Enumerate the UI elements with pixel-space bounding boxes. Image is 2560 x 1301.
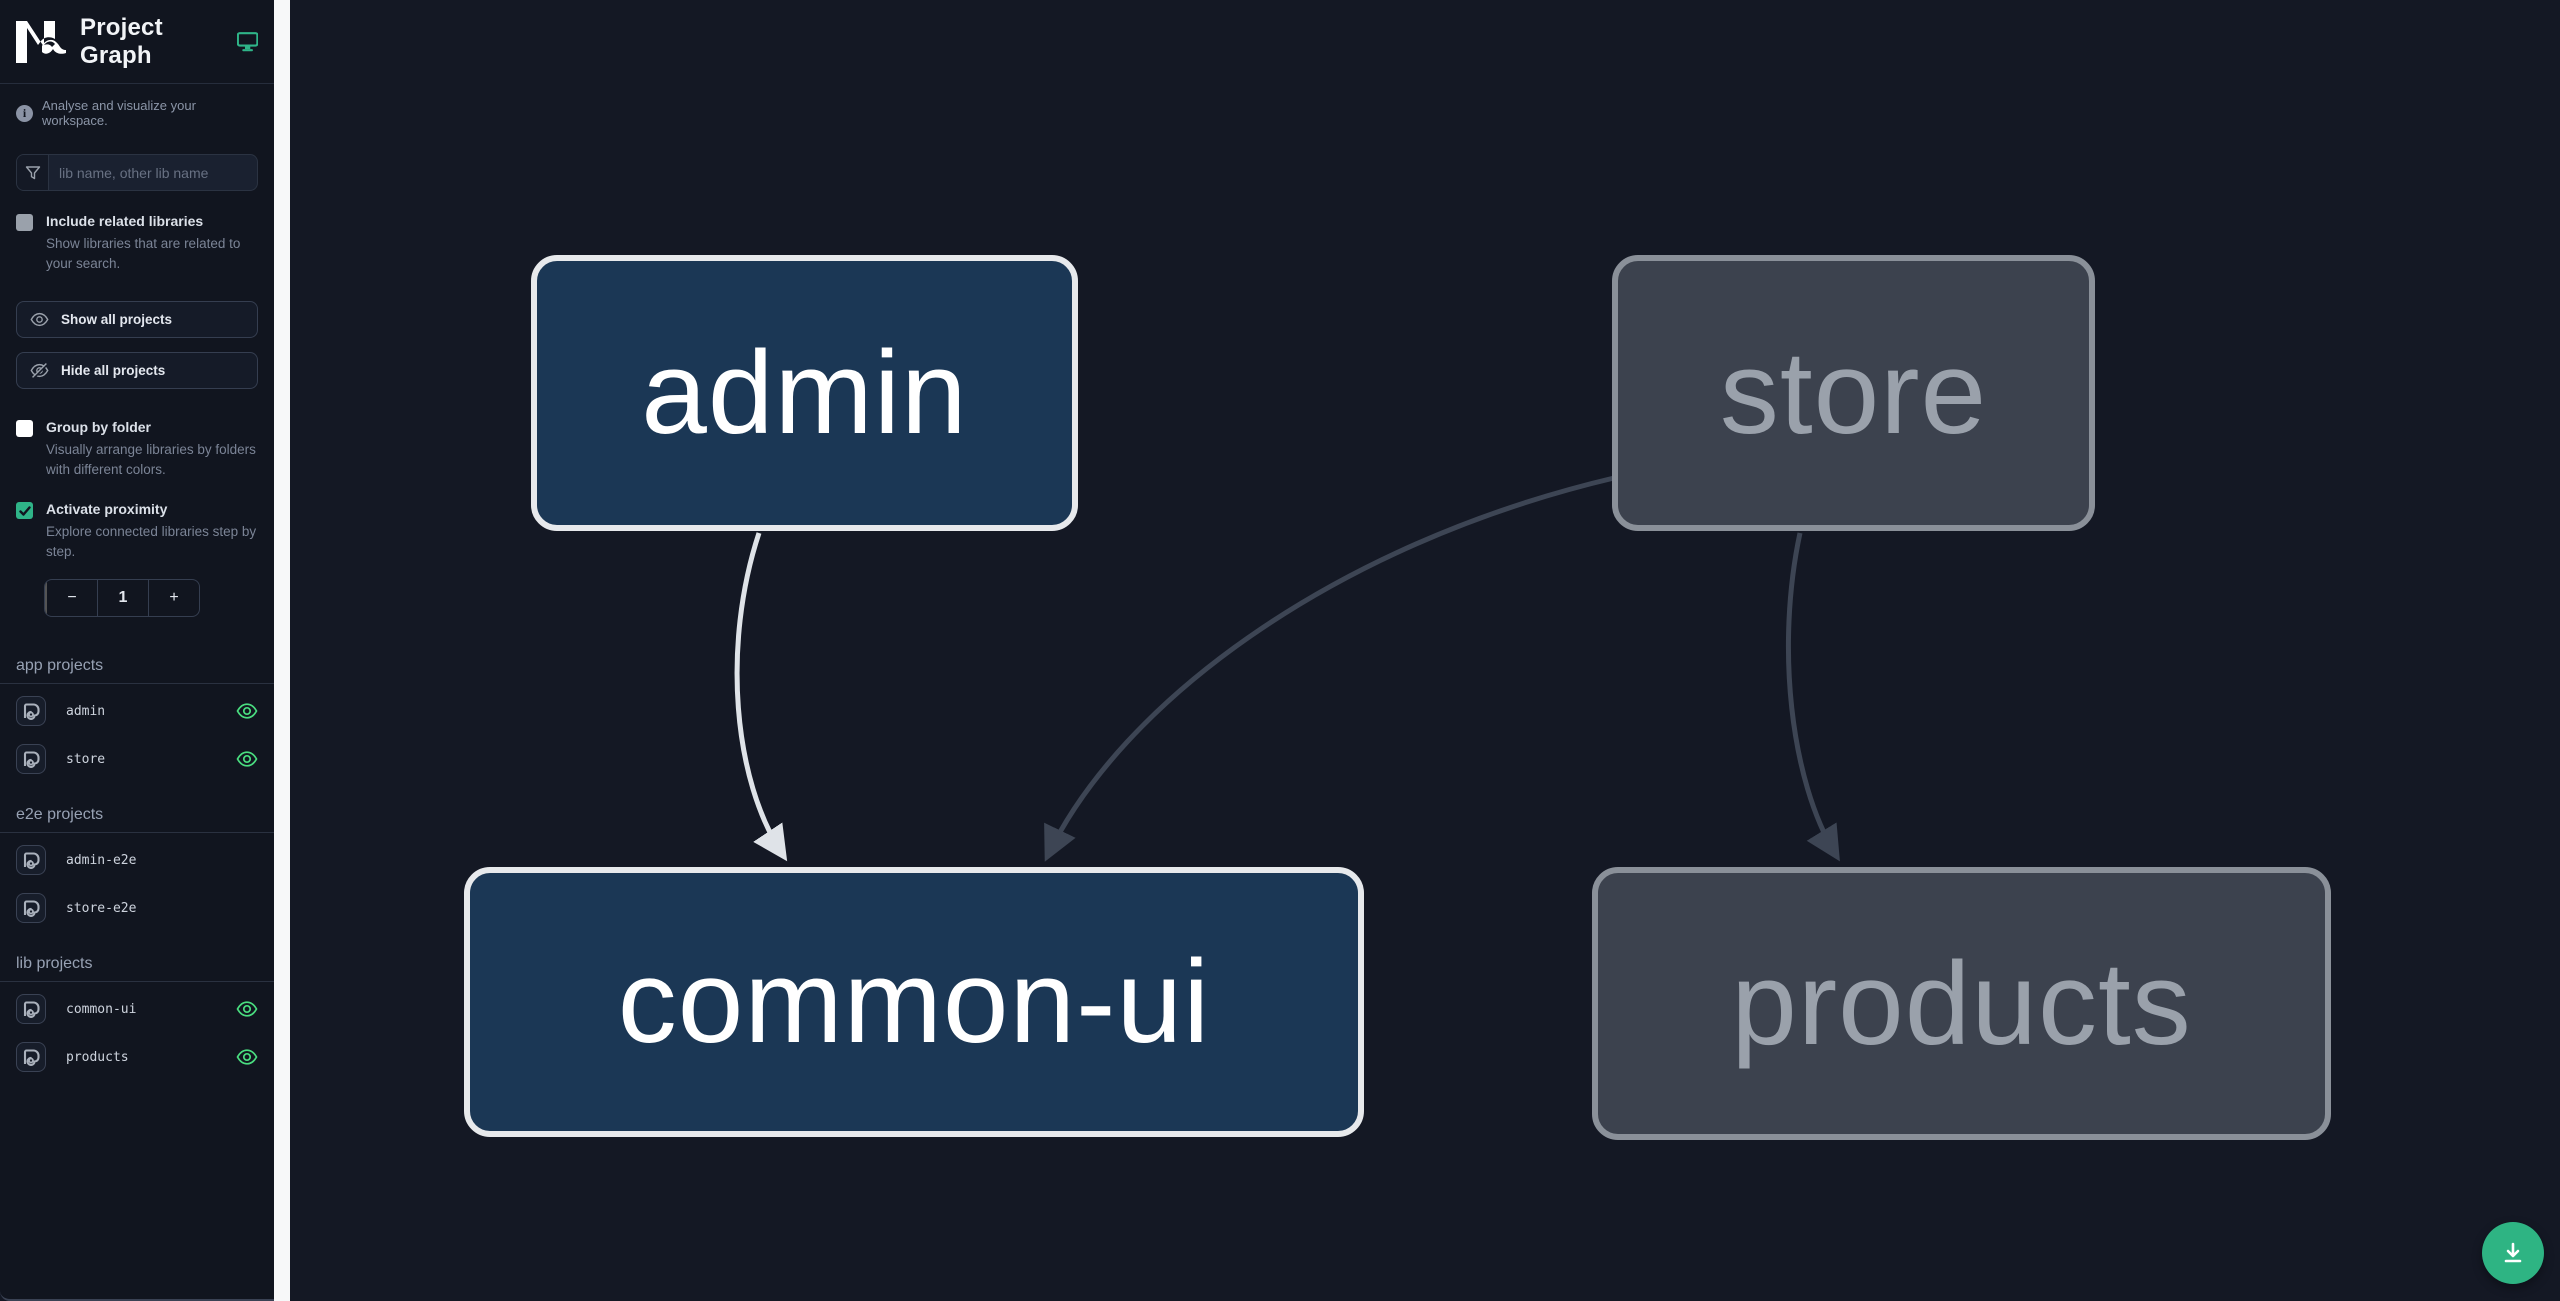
project-name: store: [66, 751, 106, 767]
search-input[interactable]: [49, 155, 257, 190]
project-visible-eye-icon[interactable]: [236, 1046, 258, 1068]
graph-node-common-ui[interactable]: common-ui: [464, 867, 1364, 1137]
graph-node-label: store: [1719, 327, 1988, 459]
project-row-admin[interactable]: admin: [0, 690, 274, 732]
show-all-projects-button[interactable]: Show all projects: [16, 301, 258, 339]
project-icon: [16, 696, 46, 727]
sidebar-scrollbar[interactable]: [274, 0, 290, 1301]
funnel-icon: [17, 155, 49, 190]
project-sections: app projects admin store e2e projects ad…: [0, 657, 274, 1078]
project-name: admin: [66, 703, 106, 719]
monitor-icon: [236, 31, 258, 51]
project-icon: [16, 893, 46, 924]
show-all-projects-label: Show all projects: [61, 312, 173, 328]
eye-icon: [236, 703, 258, 720]
hide-all-projects-label: Hide all projects: [61, 363, 166, 379]
app-title: Project Graph: [80, 13, 163, 69]
workspace-description-row: i Analyse and visualize your workspace.: [0, 84, 274, 128]
project-icon-glyph: [23, 1001, 40, 1018]
graph-node-admin[interactable]: admin: [531, 255, 1078, 531]
proximity-increment-button[interactable]: +: [148, 580, 199, 617]
sidebar: Project Graph i Analyse and visualize yo…: [0, 0, 274, 1301]
eye-off-icon: [30, 363, 49, 380]
download-icon: [2504, 1242, 2522, 1263]
project-visible-eye-icon[interactable]: [236, 700, 258, 722]
project-name: common-ui: [66, 1001, 137, 1017]
section-title: lib projects: [0, 955, 274, 983]
activate-proximity-option[interactable]: Activate proximity Explore connected lib…: [0, 501, 274, 561]
project-row-products[interactable]: products: [0, 1036, 274, 1078]
section-title: e2e projects: [0, 806, 274, 834]
project-hidden-slot: [236, 897, 258, 919]
include-related-description: Show libraries that are related to your …: [46, 236, 241, 271]
project-section: e2e projects admin-e2e store-e2e: [0, 806, 274, 929]
project-row-common-ui[interactable]: common-ui: [0, 988, 274, 1030]
project-name: products: [66, 1049, 129, 1065]
project-name: store-e2e: [66, 900, 137, 916]
activate-proximity-label: Activate proximity: [46, 501, 168, 518]
project-row-admin-e2e[interactable]: admin-e2e: [0, 839, 274, 881]
project-icon-glyph: [23, 852, 40, 869]
workspace-description: Analyse and visualize your workspace.: [42, 98, 196, 128]
hide-all-projects-button[interactable]: Hide all projects: [16, 352, 258, 390]
group-by-folder-label: Group by folder: [46, 419, 151, 436]
include-related-checkbox[interactable]: [16, 214, 33, 231]
project-icon: [16, 994, 46, 1025]
project-icon: [16, 845, 46, 876]
eye-icon: [30, 313, 49, 327]
project-row-store-e2e[interactable]: store-e2e: [0, 887, 274, 929]
project-visible-eye-icon[interactable]: [236, 748, 258, 770]
graph-node-products[interactable]: products: [1592, 867, 2331, 1140]
graph-node-label: admin: [641, 327, 968, 459]
graph-node-label: products: [1731, 937, 2192, 1070]
activate-proximity-checkbox[interactable]: [16, 502, 33, 520]
sidebar-header: Project Graph: [0, 0, 274, 84]
include-related-label: Include related libraries: [46, 213, 204, 229]
activate-proximity-description: Explore connected libraries step by step…: [46, 524, 257, 559]
filter-input-group: [16, 154, 258, 191]
section-title: app projects: [0, 657, 274, 685]
project-icon-glyph: [23, 751, 40, 768]
edge-store-to-products[interactable]: [1785, 532, 1840, 862]
info-icon: i: [16, 104, 33, 122]
group-by-folder-option[interactable]: Group by folder Visually arrange librari…: [0, 419, 274, 479]
proximity-value: 1: [97, 580, 148, 617]
project-icon: [16, 744, 46, 775]
graph-node-store[interactable]: store: [1612, 255, 2095, 531]
project-section: lib projects common-ui products: [0, 955, 274, 1078]
project-icon-glyph: [23, 703, 40, 720]
edge-store-to-common-ui[interactable]: [1044, 475, 1615, 862]
project-icon: [16, 1042, 46, 1073]
checkmark-icon: [18, 506, 31, 516]
download-image-button[interactable]: [2482, 1222, 2544, 1284]
include-related-option[interactable]: Include related libraries Show libraries…: [0, 213, 274, 273]
group-by-folder-checkbox[interactable]: [16, 420, 33, 438]
project-hidden-slot: [236, 849, 258, 871]
eye-icon: [236, 751, 258, 768]
project-section: app projects admin store: [0, 657, 274, 780]
project-visible-eye-icon[interactable]: [236, 998, 258, 1020]
eye-icon: [236, 1049, 258, 1066]
nx-logo-icon: [16, 20, 66, 63]
proximity-decrement-button[interactable]: −: [45, 580, 97, 617]
graph-canvas[interactable]: admin store common-ui products: [290, 0, 2560, 1301]
eye-icon: [236, 1001, 258, 1018]
group-by-folder-description: Visually arrange libraries by folders wi…: [46, 442, 256, 477]
project-row-store[interactable]: store: [0, 738, 274, 780]
graph-node-label: common-ui: [617, 936, 1211, 1068]
project-name: admin-e2e: [66, 852, 137, 868]
project-icon-glyph: [23, 1049, 40, 1066]
proximity-stepper: − 1 +: [44, 579, 200, 618]
project-icon-glyph: [23, 900, 40, 917]
edge-admin-to-common-ui[interactable]: [734, 532, 788, 862]
dependency-edges: [734, 475, 1840, 862]
